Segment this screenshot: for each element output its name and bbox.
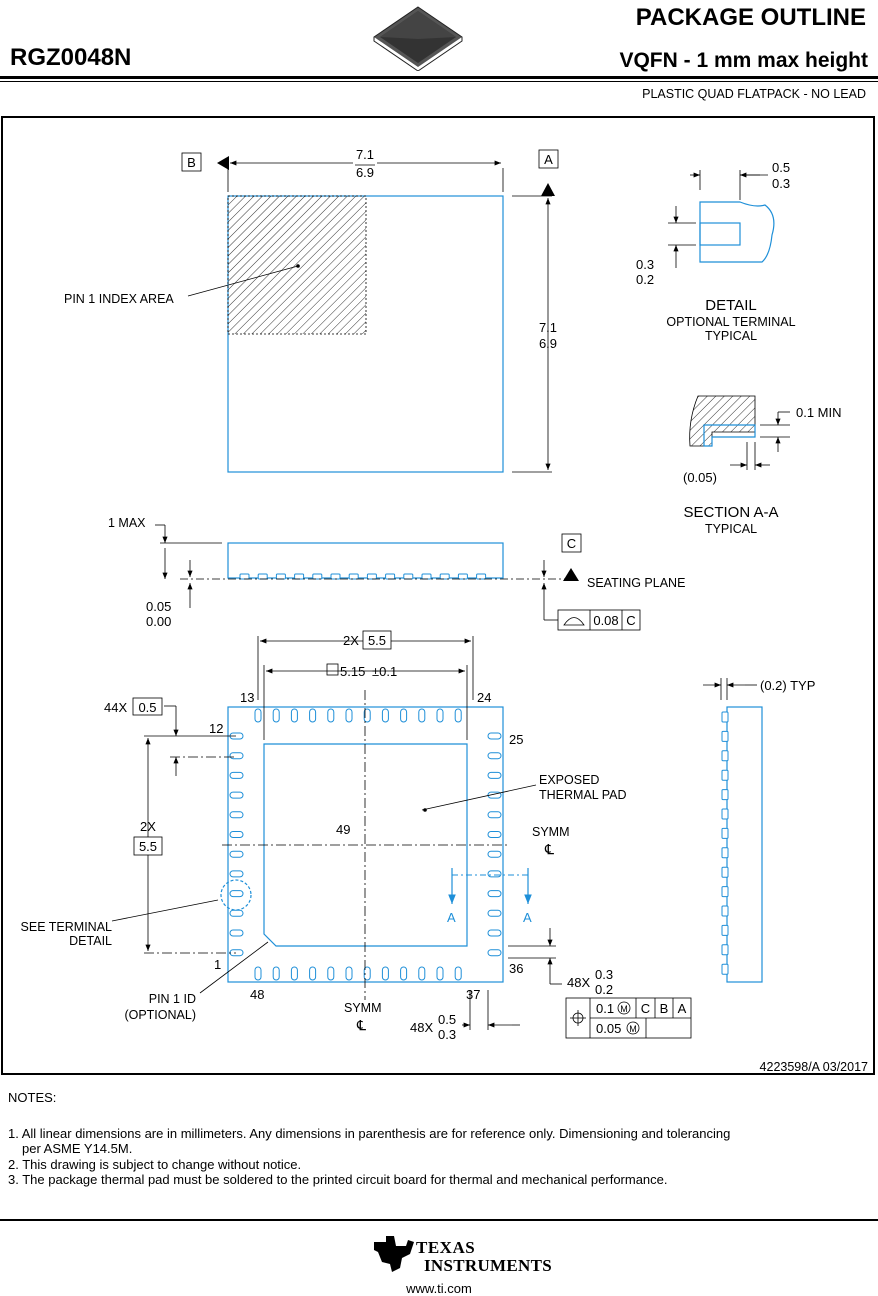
ti-brand-line1: TEXAS [416,1238,476,1257]
pin-49: 49 [336,822,350,837]
pin1-id-line2: (OPTIONAL) [124,1008,196,1022]
height-max: 7.1 [539,320,557,335]
seating-plane-label: SEATING PLANE [587,576,685,590]
header-rule-thick [0,76,878,79]
lead-width-min: 0.3 [438,1027,456,1042]
datum-b: B [187,155,196,170]
section-a-right: A [523,910,532,925]
datum-a: A [544,152,553,167]
pos-tol-2: 0.05 [596,1021,621,1036]
ti-logo-icon [374,1236,414,1272]
flatness-datum: C [626,613,635,628]
drawing-frame [1,116,875,1075]
svg-text:M: M [620,1004,628,1014]
datum-c: C [567,536,576,551]
pitch-count: 44X [104,700,127,715]
pin1-id-line1: PIN 1 ID [149,992,196,1006]
lead-thick-max: 0.3 [595,967,613,982]
max-height-label: 1 MAX [108,516,146,530]
lead-width-count: 48X [410,1020,433,1035]
lead-thick-count: 48X [567,975,590,990]
flatness-value: 0.08 [593,613,618,628]
pos-tol-datum-c: C [641,1001,650,1016]
pin-1: 1 [214,957,221,972]
pin-37: 37 [466,987,480,1002]
header-rule-thin [0,81,878,82]
footer-url[interactable]: www.ti.com [406,1281,472,1296]
top-view [187,156,555,473]
page-subtitle: VQFN - 1 mm max height [619,49,868,72]
section-aa [689,395,790,470]
pitch-value: 0.5 [138,700,156,715]
side-view [155,524,641,631]
note-2: 2. This drawing is subject to change wit… [8,1156,302,1172]
detail-top-min: 0.3 [772,176,790,191]
ti-logo: TEXAS INSTRUMENTS [372,1234,552,1276]
package-description: PLASTIC QUAD FLATPACK - NO LEAD [642,87,866,101]
symm-bottom: SYMM [344,1001,382,1015]
package-chip-icon [373,6,463,71]
width-min: 6.9 [356,165,374,180]
detail-top-max: 0.5 [772,160,790,175]
see-terminal-line2: DETAIL [69,934,112,948]
pos-tol-datum-a: A [678,1001,687,1016]
drawing-number: 4223598/A 03/2017 [760,1060,868,1074]
page-title: PACKAGE OUTLINE [635,4,866,31]
pad-size: 5.15 [340,664,365,679]
detail-title: DETAIL [705,297,756,314]
pin1-index-label: PIN 1 INDEX AREA [64,292,174,306]
detail-side-max: 0.3 [636,257,654,272]
pin-13: 13 [240,690,254,705]
centerline-bottom-icon: ℄ [356,1017,366,1033]
note-1: 1. All linear dimensions are in millimet… [8,1125,731,1141]
span-value: 5.5 [368,633,386,648]
section-subtitle: TYPICAL [705,522,757,536]
notes: NOTES: 1. All linear dimensions are in m… [8,1090,868,1188]
standoff-min: 0.00 [146,614,171,629]
pin-36: 36 [509,961,523,976]
notes-heading: NOTES: [8,1090,57,1105]
height-min: 6.9 [539,336,557,351]
pin-24: 24 [477,690,491,705]
vspan-count: 2X [140,819,156,834]
note-3: 3. The package thermal pad must be solde… [8,1172,668,1187]
lead-width-max: 0.5 [438,1012,456,1027]
pos-tol-1: 0.1 [596,1001,614,1016]
side-typ-label: (0.2) TYP [760,678,815,693]
terminal-detail [668,170,775,268]
vspan-value: 5.5 [139,839,157,854]
pos-tol-datum-b: B [660,1001,669,1016]
exposed-pad-line2: THERMAL PAD [539,788,627,802]
centerline-right-icon: ℄ [544,841,554,857]
section-a-left: A [447,910,456,925]
see-terminal-line1: SEE TERMINAL [21,920,113,934]
pin-25: 25 [509,732,523,747]
package-drawing: B A 7.1 6.9 7.1 6.9 PIN 1 INDEX AREA 0.5… [21,147,869,1074]
detail-side-min: 0.2 [636,272,654,287]
section-min-label: 0.1 MIN [796,405,842,420]
pin-48: 48 [250,987,264,1002]
detail-line2: TYPICAL [705,329,757,343]
span-count: 2X [343,633,359,648]
bottom-view: M M [111,630,763,1039]
detail-line1: OPTIONAL TERMINAL [666,315,795,329]
symm-right: SYMM [532,825,570,839]
width-max: 7.1 [356,147,374,162]
ti-brand-line2: INSTRUMENTS [424,1256,552,1275]
footer-rule [0,1219,878,1221]
pad-tol: ±0.1 [372,664,397,679]
standoff-max: 0.05 [146,599,171,614]
svg-text:M: M [629,1024,637,1034]
exposed-pad-line1: EXPOSED [539,773,599,787]
note-1b: per ASME Y14.5M. [22,1141,133,1156]
part-code: RGZ0048N [10,44,132,71]
pin-12: 12 [209,721,223,736]
lead-thick-min: 0.2 [595,982,613,997]
section-ref-label: (0.05) [683,470,717,485]
section-title: SECTION A-A [683,504,778,521]
